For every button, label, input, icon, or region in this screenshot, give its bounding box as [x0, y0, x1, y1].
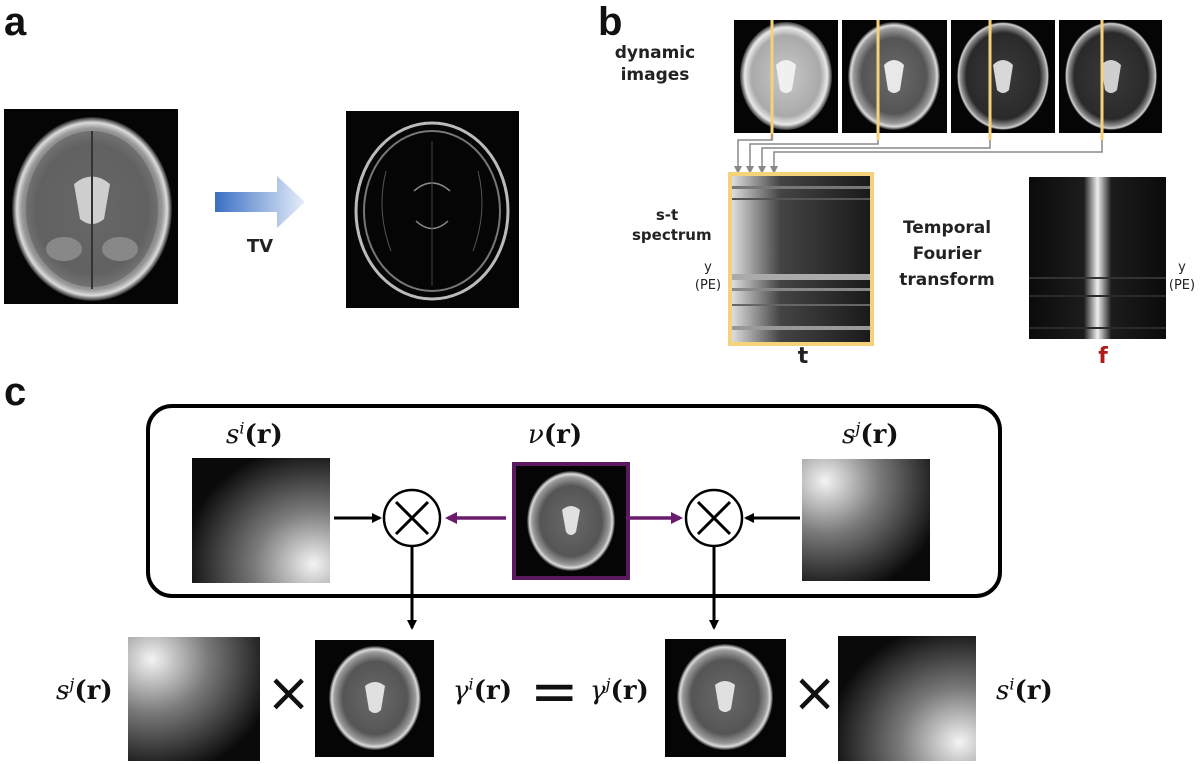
panel-label-c: c	[4, 370, 27, 414]
mri-tv-image	[346, 111, 519, 308]
coil-map-s-i-bottom	[838, 636, 976, 761]
y-pe-label-left: y (PE)	[694, 260, 722, 293]
panel-label-a: a	[4, 0, 27, 44]
label-gamma-i: γi(r)	[453, 674, 513, 706]
panel-label-b: b	[598, 0, 623, 44]
label-s-i-bottom: si(r)	[996, 674, 1053, 706]
times-left: ×	[266, 661, 312, 724]
dynamic-image-2	[842, 20, 947, 133]
dynamic-image-3	[951, 20, 1055, 133]
multiply-diagram	[334, 488, 800, 630]
label-s-j-bottom: sj(r)	[56, 674, 113, 706]
equals-sign: =	[530, 657, 579, 725]
xf-spectrum-image	[1029, 177, 1166, 339]
tv-arrow	[215, 172, 305, 232]
coil-map-s-j-top	[802, 459, 930, 581]
times-right: ×	[792, 661, 838, 724]
temporal-ft-label: Temporal Fourier transform	[899, 218, 995, 290]
label-s-i-top: si(r)	[226, 418, 283, 450]
gamma-j-image	[665, 639, 786, 757]
label-gamma-j: γj(r)	[590, 674, 649, 706]
gamma-i-image	[315, 640, 434, 757]
mri-original-image	[4, 109, 178, 304]
coil-map-s-i-top	[192, 458, 330, 583]
dynamic-image-1	[734, 20, 838, 133]
label-s-j-top: sj(r)	[842, 418, 899, 450]
coil-map-s-j-bottom	[128, 637, 260, 761]
label-nu-top: ν(r)	[528, 420, 583, 450]
profile-connectors	[734, 20, 1104, 174]
st-spectrum-label: s-t spectrum	[632, 206, 712, 244]
st-spectrum-image	[728, 172, 874, 346]
nu-image	[512, 462, 630, 580]
dynamic-image-4	[1059, 20, 1162, 133]
x-label-f: f	[1098, 344, 1108, 369]
x-label-t: t	[797, 344, 809, 369]
dynamic-images-label: dynamic images	[614, 43, 696, 85]
tv-label: TV	[246, 236, 274, 257]
coil-product-box	[146, 404, 1002, 598]
y-pe-label-right: y (PE)	[1168, 260, 1196, 293]
